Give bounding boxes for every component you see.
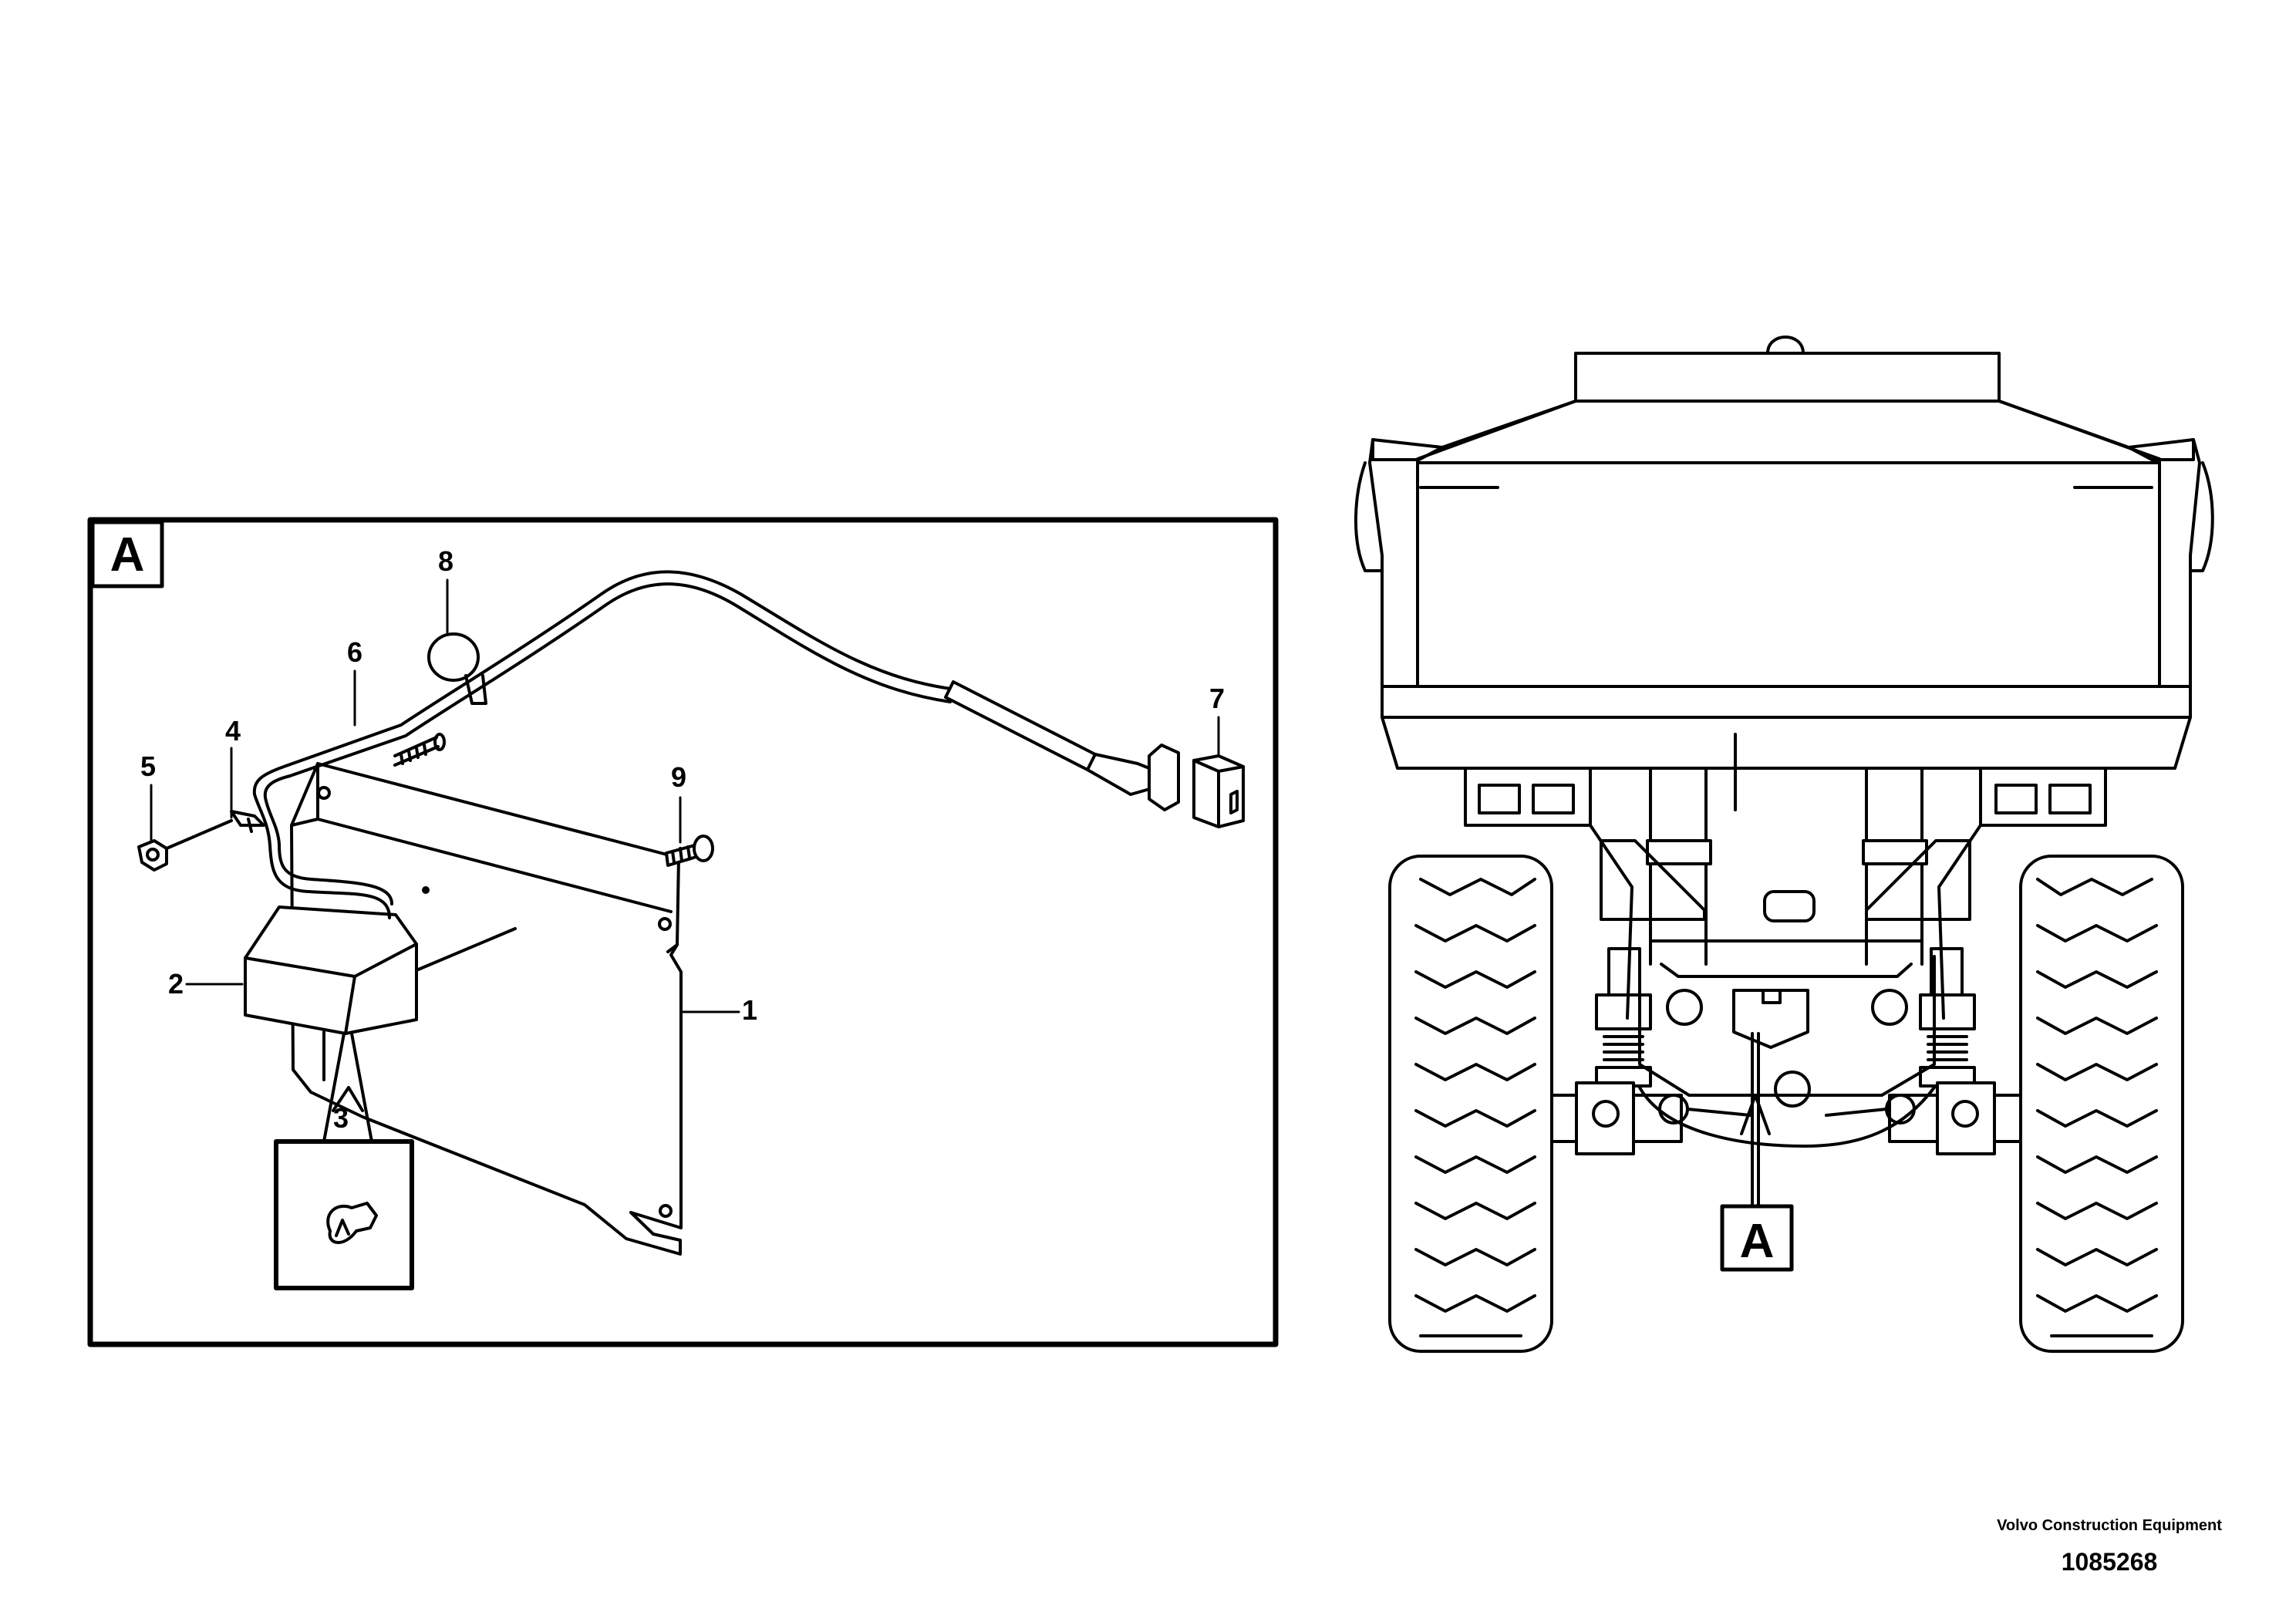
callout-5: 5 bbox=[140, 750, 156, 782]
callout-2: 2 bbox=[168, 968, 184, 1000]
lamp-housing bbox=[244, 905, 517, 1035]
callout-1: 1 bbox=[742, 994, 757, 1026]
cable-tie bbox=[427, 632, 487, 705]
manufacturer-name: Volvo Construction Equipment bbox=[1997, 1517, 2222, 1534]
bracket-plate bbox=[290, 762, 683, 1256]
callout-9: 9 bbox=[671, 761, 686, 793]
machine-rear-view bbox=[1354, 336, 2214, 1353]
screw-lower bbox=[665, 835, 714, 867]
callout-4: 4 bbox=[225, 715, 241, 747]
machine-view-marker-label: A bbox=[1740, 1215, 1775, 1268]
callout-leaders bbox=[150, 578, 1220, 1013]
bulb-inset bbox=[274, 1032, 414, 1290]
callout-7: 7 bbox=[1209, 683, 1225, 714]
view-marker bbox=[1720, 1032, 1794, 1272]
callout-6: 6 bbox=[347, 636, 362, 668]
callout-8: 8 bbox=[438, 545, 453, 577]
cable-harness bbox=[252, 570, 1180, 919]
callout-3: 3 bbox=[333, 1102, 349, 1134]
hex-nut bbox=[137, 819, 233, 872]
detail-frame-label: A bbox=[110, 528, 145, 582]
detail-view-frame bbox=[87, 517, 1279, 1347]
connector-housing bbox=[1192, 754, 1245, 828]
screw-upper bbox=[393, 733, 446, 767]
drawing-credit: Volvo Construction Equipment 1085268 bbox=[1994, 1516, 2225, 1576]
drawing-number: 1085268 bbox=[2061, 1548, 2158, 1576]
cable-clip bbox=[230, 810, 265, 833]
